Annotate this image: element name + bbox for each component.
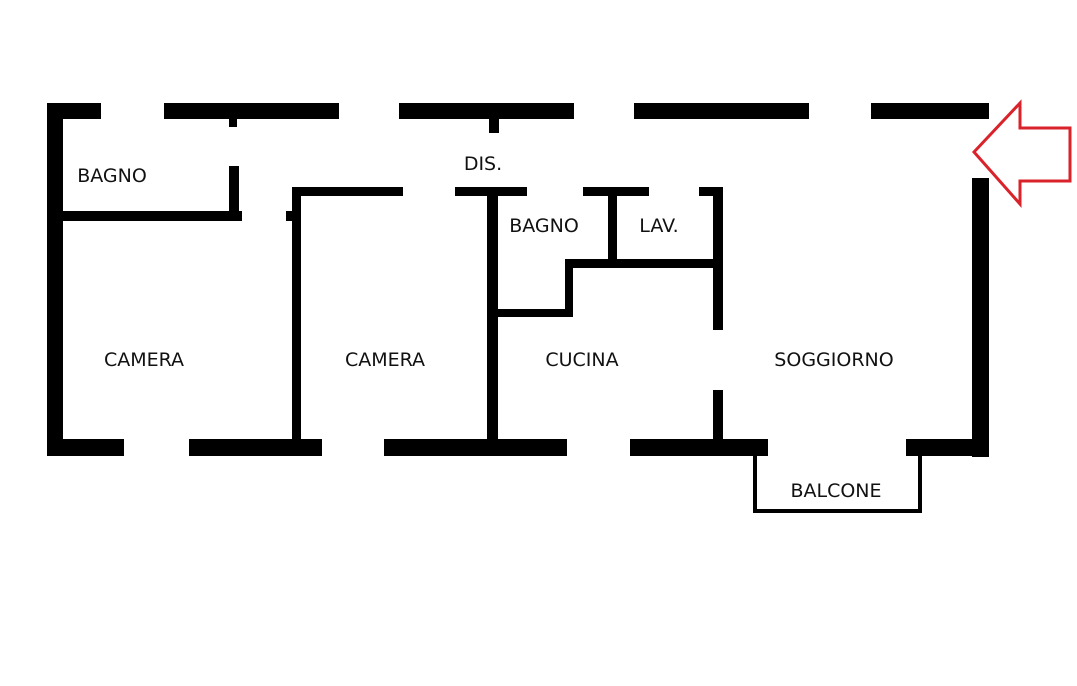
outer-wall-bottom [47,439,989,456]
balcony-outline [753,439,922,513]
room-label-balcone: BALCONE [790,480,881,502]
entrance-arrow-icon [971,99,1072,208]
outer-wall-left [47,103,63,456]
room-label-bagno-2: BAGNO [509,215,579,237]
room-label-cucina: CUCINA [545,349,618,371]
room-label-lav: LAV. [639,215,678,237]
interior-walls [47,119,723,439]
room-label-dis: DIS. [464,153,502,175]
room-label-bagno-1: BAGNO [77,165,147,187]
room-label-camera-1: CAMERA [104,349,184,371]
outer-wall-top [47,103,989,119]
room-label-soggiorno: SOGGIORNO [774,349,893,371]
outer-wall-right [972,178,989,457]
room-label-camera-2: CAMERA [345,349,425,371]
